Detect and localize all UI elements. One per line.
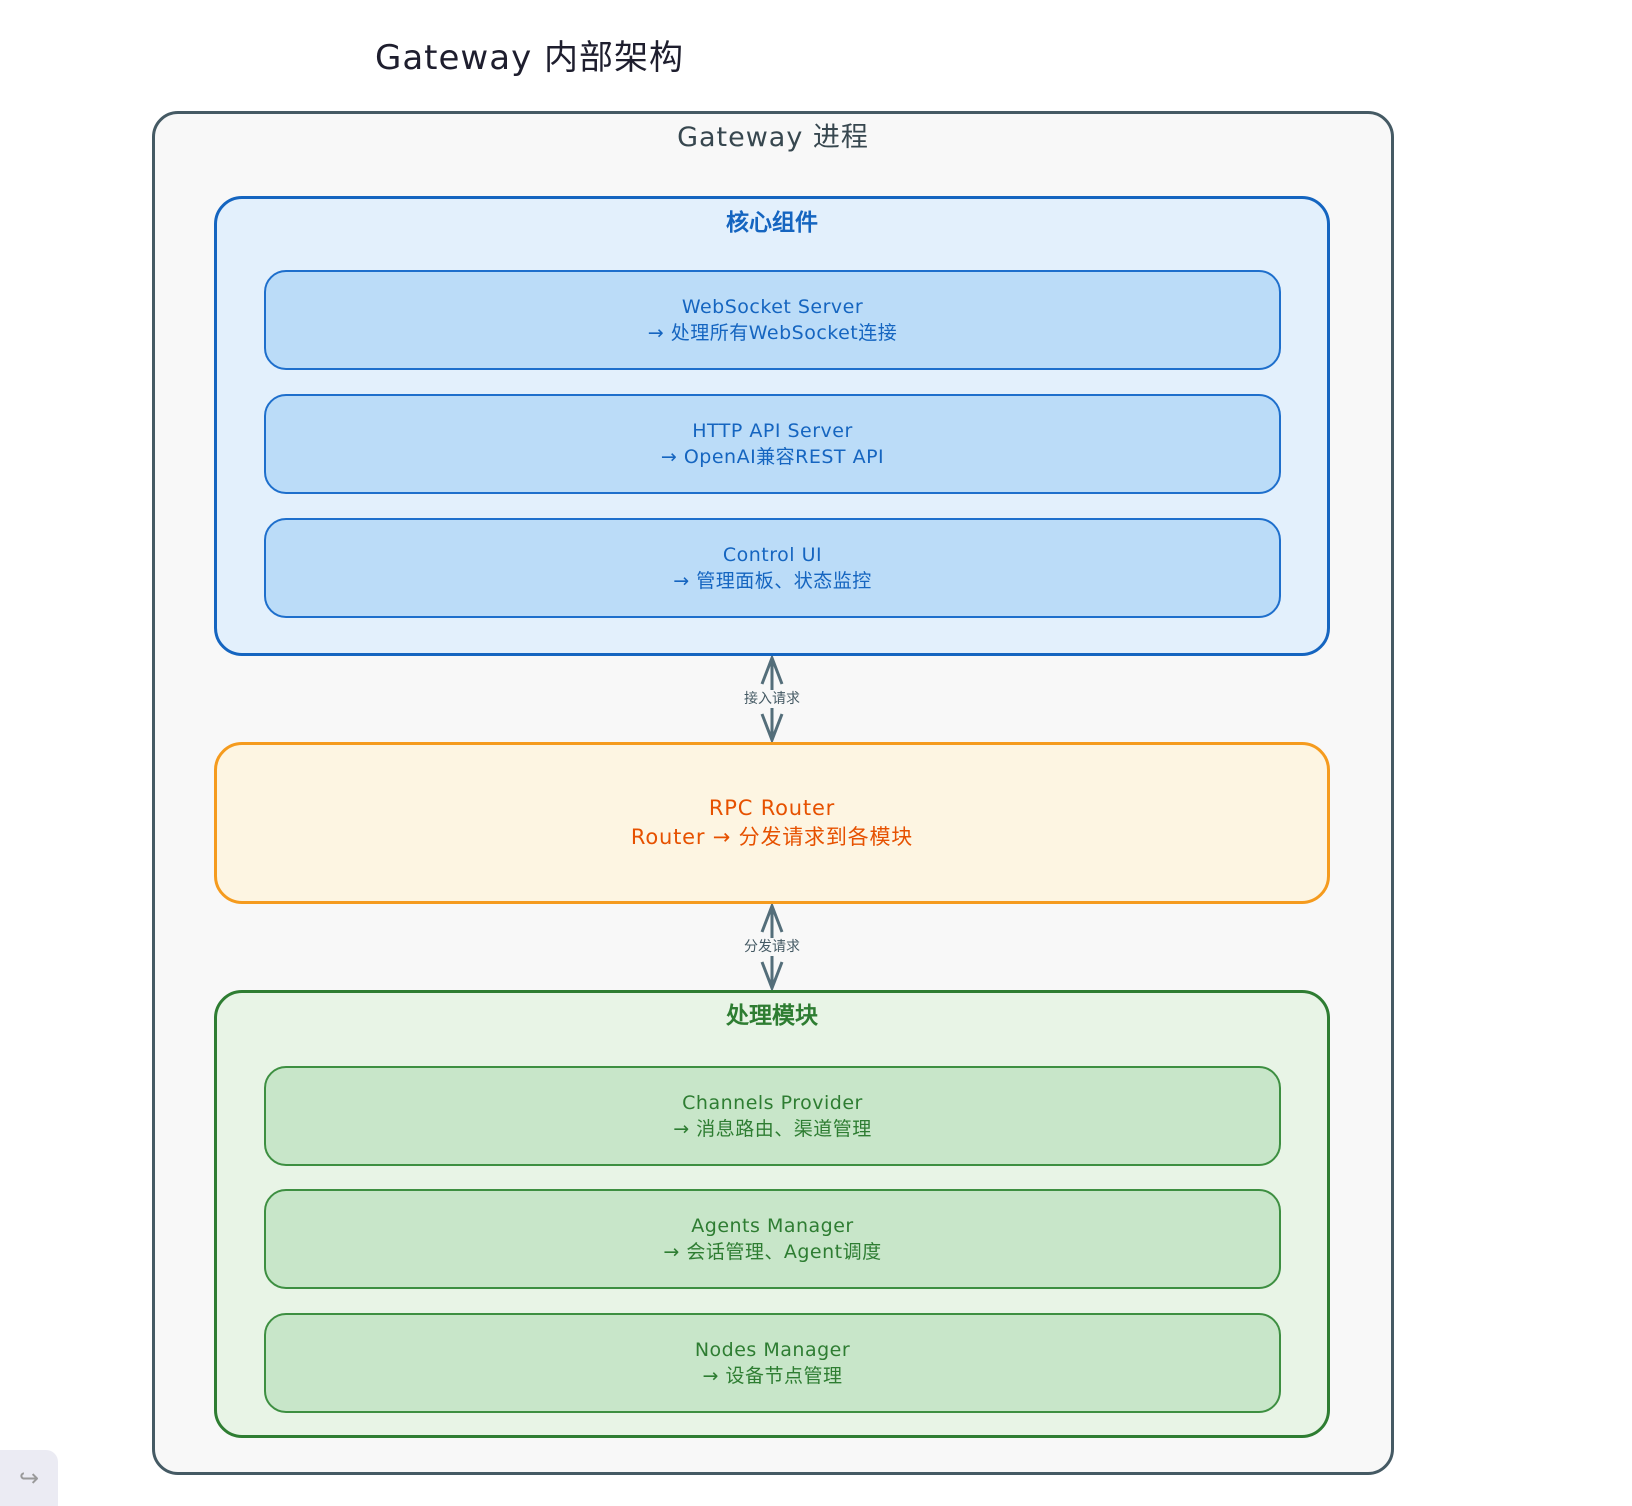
- core-components-title: 核心组件: [726, 210, 818, 236]
- card-name: Channels Provider: [682, 1092, 863, 1114]
- websocket-server-card[interactable]: WebSocket Server → 处理所有WebSocket连接: [264, 270, 1281, 370]
- redo-icon: ↪: [18, 1464, 40, 1492]
- arrow-down-icon: [760, 961, 784, 990]
- control-ui-card[interactable]: Control UI → 管理面板、状态监控: [264, 518, 1281, 618]
- arrow-down-icon: [760, 713, 784, 742]
- card-name: HTTP API Server: [692, 420, 853, 442]
- rpc-router-box[interactable]: [214, 742, 1330, 904]
- card-name: WebSocket Server: [681, 296, 864, 318]
- processing-modules-title: 处理模块: [726, 1003, 818, 1029]
- channels-provider-card[interactable]: Channels Provider → 消息路由、渠道管理: [264, 1066, 1281, 1166]
- router-desc: Router → 分发请求到各模块: [630, 825, 914, 849]
- arrow-up-icon: [760, 904, 784, 933]
- card-desc: → 会话管理、Agent调度: [663, 1241, 882, 1263]
- card-desc: → 管理面板、状态监控: [673, 570, 872, 592]
- card-desc: → 处理所有WebSocket连接: [647, 322, 898, 344]
- gateway-process-title: Gateway 进程: [677, 122, 869, 153]
- connector-label-dispatch: 分发请求: [700, 938, 844, 956]
- card-desc: → 消息路由、渠道管理: [673, 1118, 872, 1140]
- card-desc: → 设备节点管理: [702, 1365, 843, 1387]
- card-name: Control UI: [722, 544, 823, 566]
- rpc-router-text: RPC Router Router → 分发请求到各模块: [214, 742, 1330, 904]
- card-name: Agents Manager: [691, 1215, 854, 1237]
- nodes-manager-card[interactable]: Nodes Manager → 设备节点管理: [264, 1313, 1281, 1413]
- agents-manager-card[interactable]: Agents Manager → 会话管理、Agent调度: [264, 1189, 1281, 1289]
- arrow-up-icon: [760, 656, 784, 685]
- diagram-title: Gateway 内部架构: [375, 38, 685, 78]
- redo-button[interactable]: ↪: [0, 1450, 58, 1506]
- card-name: Nodes Manager: [694, 1339, 851, 1361]
- connector-label-access: 接入请求: [700, 690, 844, 708]
- http-api-server-card[interactable]: HTTP API Server → OpenAI兼容REST API: [264, 394, 1281, 494]
- router-name: RPC Router: [708, 796, 836, 820]
- card-desc: → OpenAI兼容REST API: [660, 446, 885, 468]
